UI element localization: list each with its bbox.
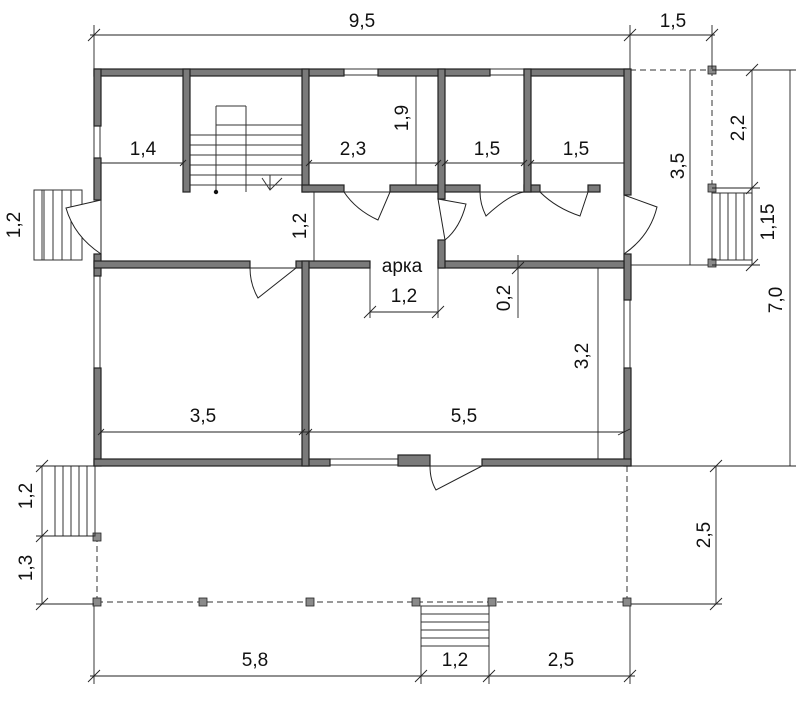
dim-room-w3: 1,5 [563, 139, 589, 160]
windows [93, 68, 631, 466]
dim-total-height: 7,0 [766, 287, 787, 313]
dim-room-h2: 3,2 [572, 343, 593, 369]
steps-bottom [420, 605, 490, 647]
dim-room-w5: 5,5 [451, 406, 477, 427]
walls [93, 68, 632, 467]
dim-bottom-left: 5,8 [242, 650, 268, 671]
steps-left-bottom [54, 465, 96, 537]
dimension-labels: 9,5 1,5 1,4 2,3 1,5 1,5 1,9 1,2 3,5 2,2 … [4, 11, 787, 671]
dim-arch-width: 1,2 [391, 286, 417, 307]
terrace-post [92, 532, 102, 542]
dim-bottom-mid: 1,2 [442, 650, 468, 671]
dim-room-w1: 2,3 [340, 139, 366, 160]
steps-left-top [33, 189, 83, 261]
terrace-post [198, 597, 208, 607]
terrace-post [411, 597, 421, 607]
dim-top-right: 1,5 [660, 11, 686, 32]
dimension-lines [35, 25, 796, 684]
dim-left-bottom-offset: 1,3 [16, 555, 37, 581]
dim-left-steps-top: 1,2 [4, 212, 25, 238]
terrace [92, 466, 632, 607]
dim-top-total: 9,5 [349, 11, 375, 32]
steps-right [711, 192, 753, 261]
dim-room-h1: 1,9 [392, 105, 413, 131]
dim-wall-gap: 0,2 [494, 285, 515, 311]
dim-room-w2: 1,5 [474, 139, 500, 160]
dim-side-steps: 1,15 [758, 204, 779, 241]
dim-room-w4: 3,5 [190, 406, 216, 427]
arch-label: арка [382, 256, 423, 277]
dim-corridor-height: 1,2 [290, 213, 311, 239]
dim-stair-room-width: 1,4 [130, 139, 157, 160]
staircase [190, 105, 302, 195]
dim-bottom-right: 2,5 [548, 650, 574, 671]
dim-left-steps-bottom: 1,2 [16, 483, 37, 509]
terrace-post [305, 597, 315, 607]
terrace-post [487, 597, 497, 607]
doors [65, 191, 658, 491]
dim-terrace-depth: 2,5 [694, 522, 715, 548]
terrace-post [92, 597, 102, 607]
dim-side-porch-upper: 2,2 [728, 115, 749, 141]
terrace-post [622, 597, 632, 607]
dim-side-porch-depth: 3,5 [668, 153, 689, 179]
